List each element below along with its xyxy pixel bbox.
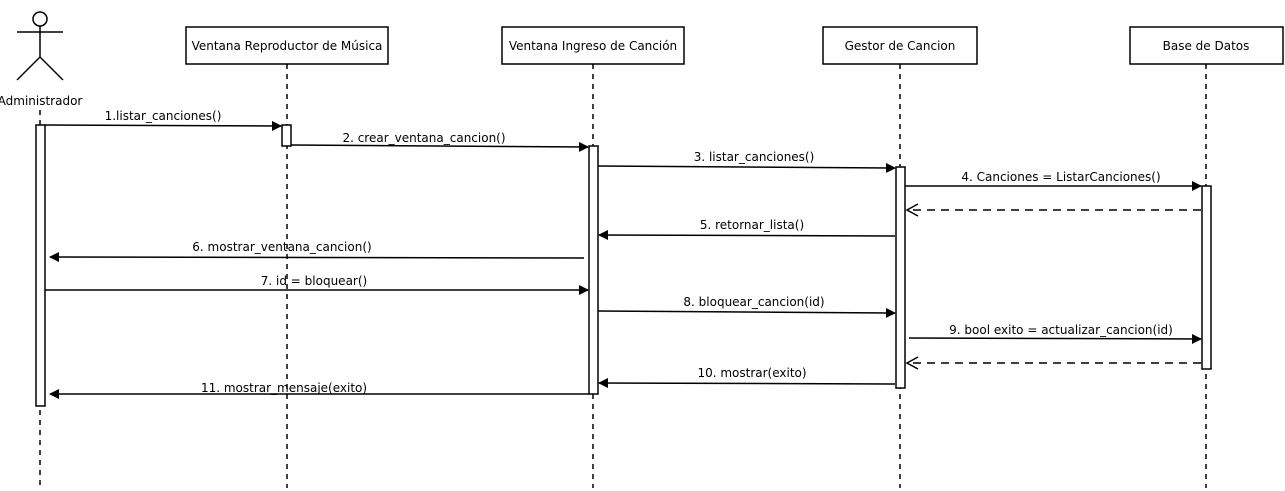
message-arrow bbox=[598, 378, 896, 389]
activation-gestor-cancion bbox=[895, 166, 906, 389]
actor-administrador: Administrador bbox=[0, 11, 82, 108]
participant-box bbox=[501, 26, 685, 65]
message-arrow bbox=[597, 162, 896, 173]
activation-ventana-ingreso bbox=[588, 145, 599, 395]
message-9: 9. bool exito = actualizar_cancion(id) bbox=[908, 323, 1202, 344]
message-11: 11. mostrar_mensaje(exito) bbox=[49, 381, 589, 399]
message-4: 4. Canciones = ListarCanciones() bbox=[905, 170, 1202, 191]
actor-stick-figure-icon bbox=[16, 11, 64, 81]
message-label: 5. retornar_lista() bbox=[700, 218, 804, 232]
message-label: 6. mostrar_ventana_cancion() bbox=[192, 240, 371, 254]
message-arrow bbox=[290, 141, 589, 152]
message-2: 2. crear_ventana_cancion() bbox=[290, 131, 589, 152]
participant-label: Gestor de Cancion bbox=[845, 39, 956, 53]
actor-label: Administrador bbox=[0, 94, 82, 108]
message-10: 10. mostrar(exito) bbox=[598, 366, 896, 389]
participant-box bbox=[185, 26, 389, 65]
message-label: 8. bloquear_cancion(id) bbox=[683, 295, 824, 309]
message-label: 4. Canciones = ListarCanciones() bbox=[961, 170, 1160, 184]
participant-label: Ventana Reproductor de Música bbox=[192, 39, 383, 53]
message-label: 7. id = bloquear() bbox=[261, 274, 367, 288]
message-arrow bbox=[598, 230, 896, 241]
participant-label: Base de Datos bbox=[1163, 39, 1250, 53]
message-label: 3. listar_canciones() bbox=[694, 150, 815, 164]
message-5: 5. retornar_lista() bbox=[598, 218, 896, 241]
message-label: 10. mostrar(exito) bbox=[697, 366, 806, 380]
participant-ventana-reproductor: Ventana Reproductor de Música bbox=[185, 26, 389, 65]
message-arrow bbox=[597, 307, 896, 318]
message-label: 1.listar_canciones() bbox=[105, 109, 222, 123]
activation-administrador bbox=[35, 124, 46, 407]
message-label: 11. mostrar_mensaje(exito) bbox=[201, 381, 367, 395]
open-arrowhead-icon bbox=[905, 356, 919, 370]
activation-ventana-reproductor bbox=[281, 124, 292, 147]
message-return-1 bbox=[905, 203, 1201, 217]
open-arrowhead-icon bbox=[905, 203, 919, 217]
message-label: 9. bool exito = actualizar_cancion(id) bbox=[949, 323, 1173, 337]
participant-box bbox=[822, 26, 978, 65]
message-arrow bbox=[44, 120, 282, 131]
message-return-2 bbox=[905, 356, 1201, 370]
message-arrow bbox=[908, 333, 1202, 344]
messages: 1.listar_canciones() 2. crear_ventana_ca… bbox=[44, 109, 1202, 399]
message-arrow bbox=[49, 252, 585, 263]
participant-box bbox=[1129, 26, 1284, 65]
activation-bars bbox=[35, 124, 1212, 407]
participant-base-datos: Base de Datos bbox=[1129, 26, 1284, 65]
message-8: 8. bloquear_cancion(id) bbox=[597, 295, 896, 318]
participant-ventana-ingreso: Ventana Ingreso de Canción bbox=[501, 26, 685, 65]
lifelines bbox=[39, 64, 1207, 488]
activation-base-datos bbox=[1201, 185, 1212, 370]
message-label: 2. crear_ventana_cancion() bbox=[342, 131, 505, 145]
message-7: 7. id = bloquear() bbox=[45, 274, 589, 295]
message-3: 3. listar_canciones() bbox=[597, 150, 896, 173]
message-6: 6. mostrar_ventana_cancion() bbox=[49, 240, 585, 263]
participant-label: Ventana Ingreso de Canción bbox=[509, 39, 677, 53]
participant-gestor-cancion: Gestor de Cancion bbox=[822, 26, 978, 65]
message-1: 1.listar_canciones() bbox=[44, 109, 282, 131]
